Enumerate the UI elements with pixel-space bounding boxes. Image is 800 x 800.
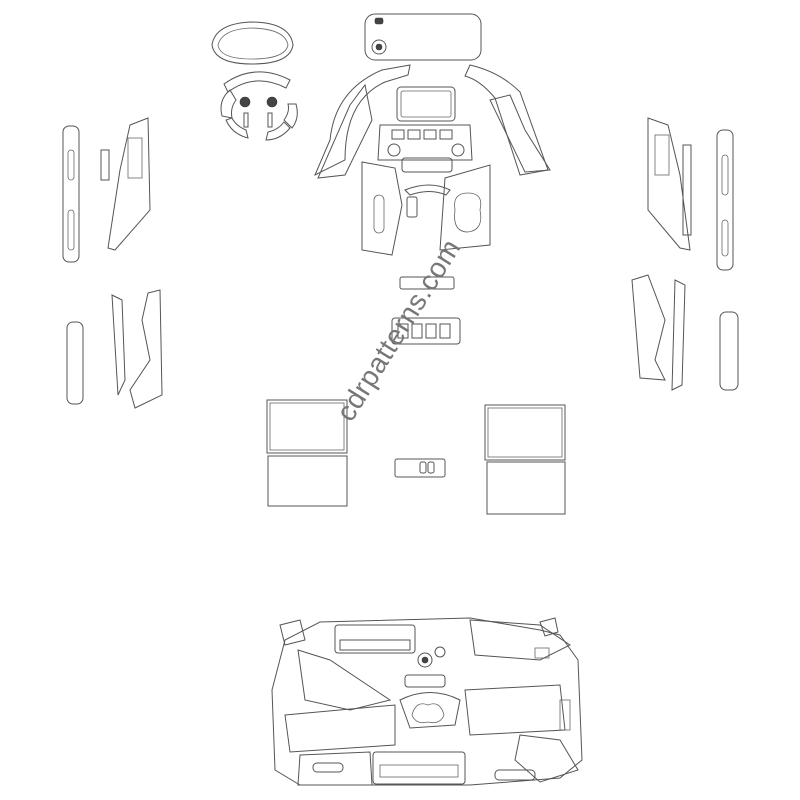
- cupholder-outline: [454, 192, 482, 233]
- panel-button: [419, 461, 427, 474]
- shifter-bezel: [404, 184, 451, 196]
- console-side-left: [361, 161, 403, 256]
- right-front-door-panel: [647, 117, 691, 251]
- lower-control-buttons: [397, 323, 451, 339]
- center-console-face: [377, 124, 473, 161]
- right-front-switch: [682, 144, 692, 236]
- top-button: [374, 17, 384, 25]
- door-strip-slot: [721, 154, 729, 196]
- left-rear-door-armrest: [129, 289, 163, 409]
- screen-protector-inner: [487, 407, 563, 458]
- screen-protector-right-bottom: [486, 461, 566, 515]
- left-front-door-panel: [107, 117, 151, 251]
- dash-arch-right: [464, 64, 549, 176]
- screen-protector-left-top: [266, 399, 348, 454]
- steering-wheel-trim: [220, 71, 298, 141]
- screen-protector-right-top: [484, 404, 566, 461]
- left-front-door-strip: [62, 125, 80, 263]
- hvac-buttons: [387, 129, 465, 157]
- dash-arch-left: [314, 64, 411, 177]
- door-strip-slot: [67, 209, 75, 251]
- right-front-door-strip: [716, 129, 734, 271]
- cluster-hood-inner: [217, 27, 289, 60]
- lower-control-panel: [391, 317, 461, 345]
- small-button-panel: [394, 458, 446, 478]
- console-slot-left: [373, 194, 385, 234]
- door-switch-bezel: [654, 134, 670, 176]
- lower-trim-strip: [399, 276, 455, 290]
- right-rear-door-strip: [719, 311, 739, 391]
- top-display-bezel: [364, 13, 482, 61]
- screen-protector-left-bottom: [267, 455, 348, 507]
- dash-left-wing: [317, 83, 373, 179]
- left-rear-door-strip: [66, 321, 84, 405]
- knob-center: [375, 43, 383, 51]
- dash-right-wing: [489, 94, 551, 173]
- right-rear-door-panel: [671, 279, 686, 391]
- screen-protector-inner: [269, 402, 345, 451]
- assembled-interior-layout: [271, 617, 583, 786]
- panel-button: [427, 461, 435, 474]
- shift-button: [406, 196, 418, 218]
- knob-ring: [371, 39, 387, 55]
- infotainment-screen: [396, 86, 456, 122]
- climate-control-strip: [401, 157, 453, 173]
- left-window-switch: [100, 149, 110, 181]
- left-rear-door-panel: [111, 294, 126, 396]
- right-rear-door-armrest: [631, 274, 666, 381]
- cluster-hood-piece: [211, 21, 294, 65]
- door-strip-slot: [67, 149, 75, 181]
- door-switch-bezel: [127, 137, 143, 179]
- infotainment-screen-inner: [400, 90, 452, 118]
- door-strip-slot: [721, 219, 729, 257]
- cupholder-panel: [439, 164, 491, 251]
